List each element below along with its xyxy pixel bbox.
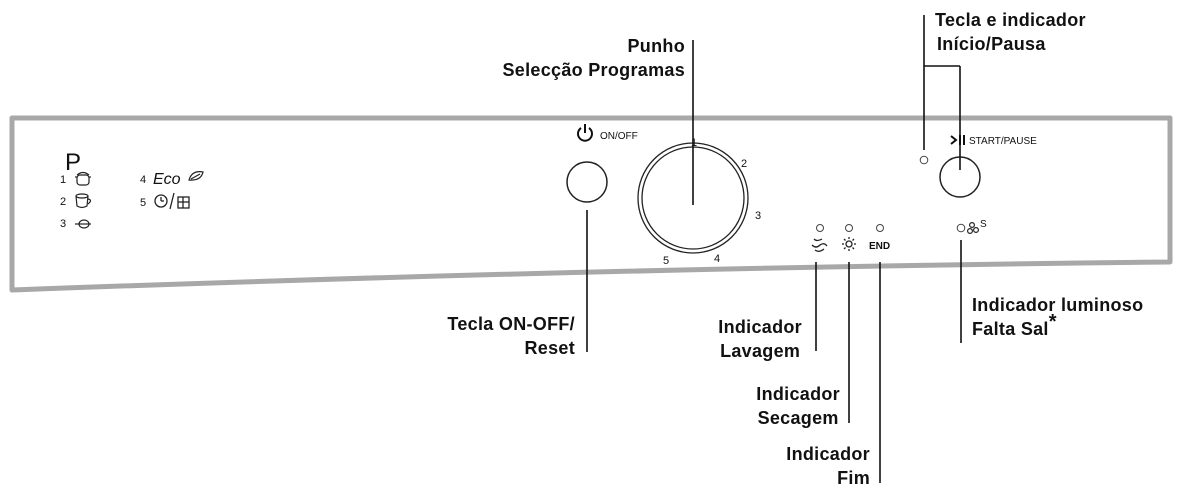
washing-icon xyxy=(811,238,828,252)
on-off-label: ON/OFF xyxy=(600,131,638,142)
callout-washing: Indicador Lavagem xyxy=(718,315,802,363)
program-heading: P xyxy=(65,149,81,176)
drying-indicator-light xyxy=(845,224,853,232)
control-panel xyxy=(9,115,1173,293)
salt-indicator-light xyxy=(956,223,966,233)
program-eco-label: Eco xyxy=(153,171,181,188)
callout-end: Indicador Fim xyxy=(786,442,870,490)
start-pause-indicator-light xyxy=(919,155,929,165)
callout-end-line1: Indicador xyxy=(786,444,870,464)
callout-on-off: Tecla ON-OFF/ Reset xyxy=(447,312,575,360)
glass-icon xyxy=(75,219,91,229)
program-number: 3 xyxy=(60,218,66,230)
program-number: 4 xyxy=(140,174,146,186)
program-number: 5 xyxy=(140,197,146,209)
dial-number: 2 xyxy=(741,158,747,170)
play-pause-icon xyxy=(950,135,965,145)
callout-end-line2: Fim xyxy=(837,468,870,488)
callout-on-off-line2: Reset xyxy=(524,338,575,358)
callout-start-pause-line1: Tecla e indicador xyxy=(935,10,1086,30)
callout-program-knob-line2: Selecção Programas xyxy=(502,60,685,80)
dial-number: 3 xyxy=(755,210,761,222)
program-number: 1 xyxy=(60,174,66,186)
salt-icon xyxy=(966,222,979,235)
salt-icon-label: S xyxy=(980,219,987,230)
end-label: END xyxy=(869,241,890,252)
callout-start-pause-line2: Início/Pausa xyxy=(937,34,1046,54)
program-list: 1 2 3 4 Eco 5 xyxy=(60,171,204,230)
callout-on-off-line1: Tecla ON-OFF/ xyxy=(447,314,575,334)
program-number: 2 xyxy=(60,196,66,208)
callout-washing-line1: Indicador xyxy=(718,317,802,337)
start-pause-label: START/PAUSE xyxy=(969,136,1037,147)
leader-lines xyxy=(586,15,962,483)
dial-number: 1 xyxy=(691,137,697,149)
callout-drying: Indicador Secagem xyxy=(756,382,840,430)
drying-icon xyxy=(842,237,856,251)
callout-salt-text: Falta Sal xyxy=(972,319,1049,339)
callout-salt-line1: Indicador luminoso xyxy=(972,295,1144,315)
callout-program-knob-line1: Punho xyxy=(627,36,685,56)
clock-half-load-icon xyxy=(154,192,190,210)
end-indicator-light xyxy=(876,224,884,232)
asterisk-mark: * xyxy=(1048,311,1057,333)
callout-washing-line2: Lavagem xyxy=(720,341,801,361)
callout-salt: Indicador luminoso Falta Sal* xyxy=(972,293,1143,341)
callout-drying-line1: Indicador xyxy=(756,384,840,404)
callout-program-knob: Punho Selecção Programas xyxy=(503,34,686,82)
washing-indicator-light xyxy=(816,224,824,232)
on-off-button[interactable] xyxy=(566,161,608,203)
power-icon xyxy=(577,124,593,142)
callout-salt-line2: Falta Sal* xyxy=(972,312,1143,341)
dial-number: 5 xyxy=(663,255,669,267)
dial-number: 4 xyxy=(714,253,720,265)
callout-start-pause: Tecla e indicador Início/Pausa xyxy=(935,8,1086,56)
pot-icon xyxy=(75,171,91,186)
callout-drying-line2: Secagem xyxy=(757,408,839,428)
leaf-icon xyxy=(188,171,204,181)
cup-icon xyxy=(75,193,92,209)
